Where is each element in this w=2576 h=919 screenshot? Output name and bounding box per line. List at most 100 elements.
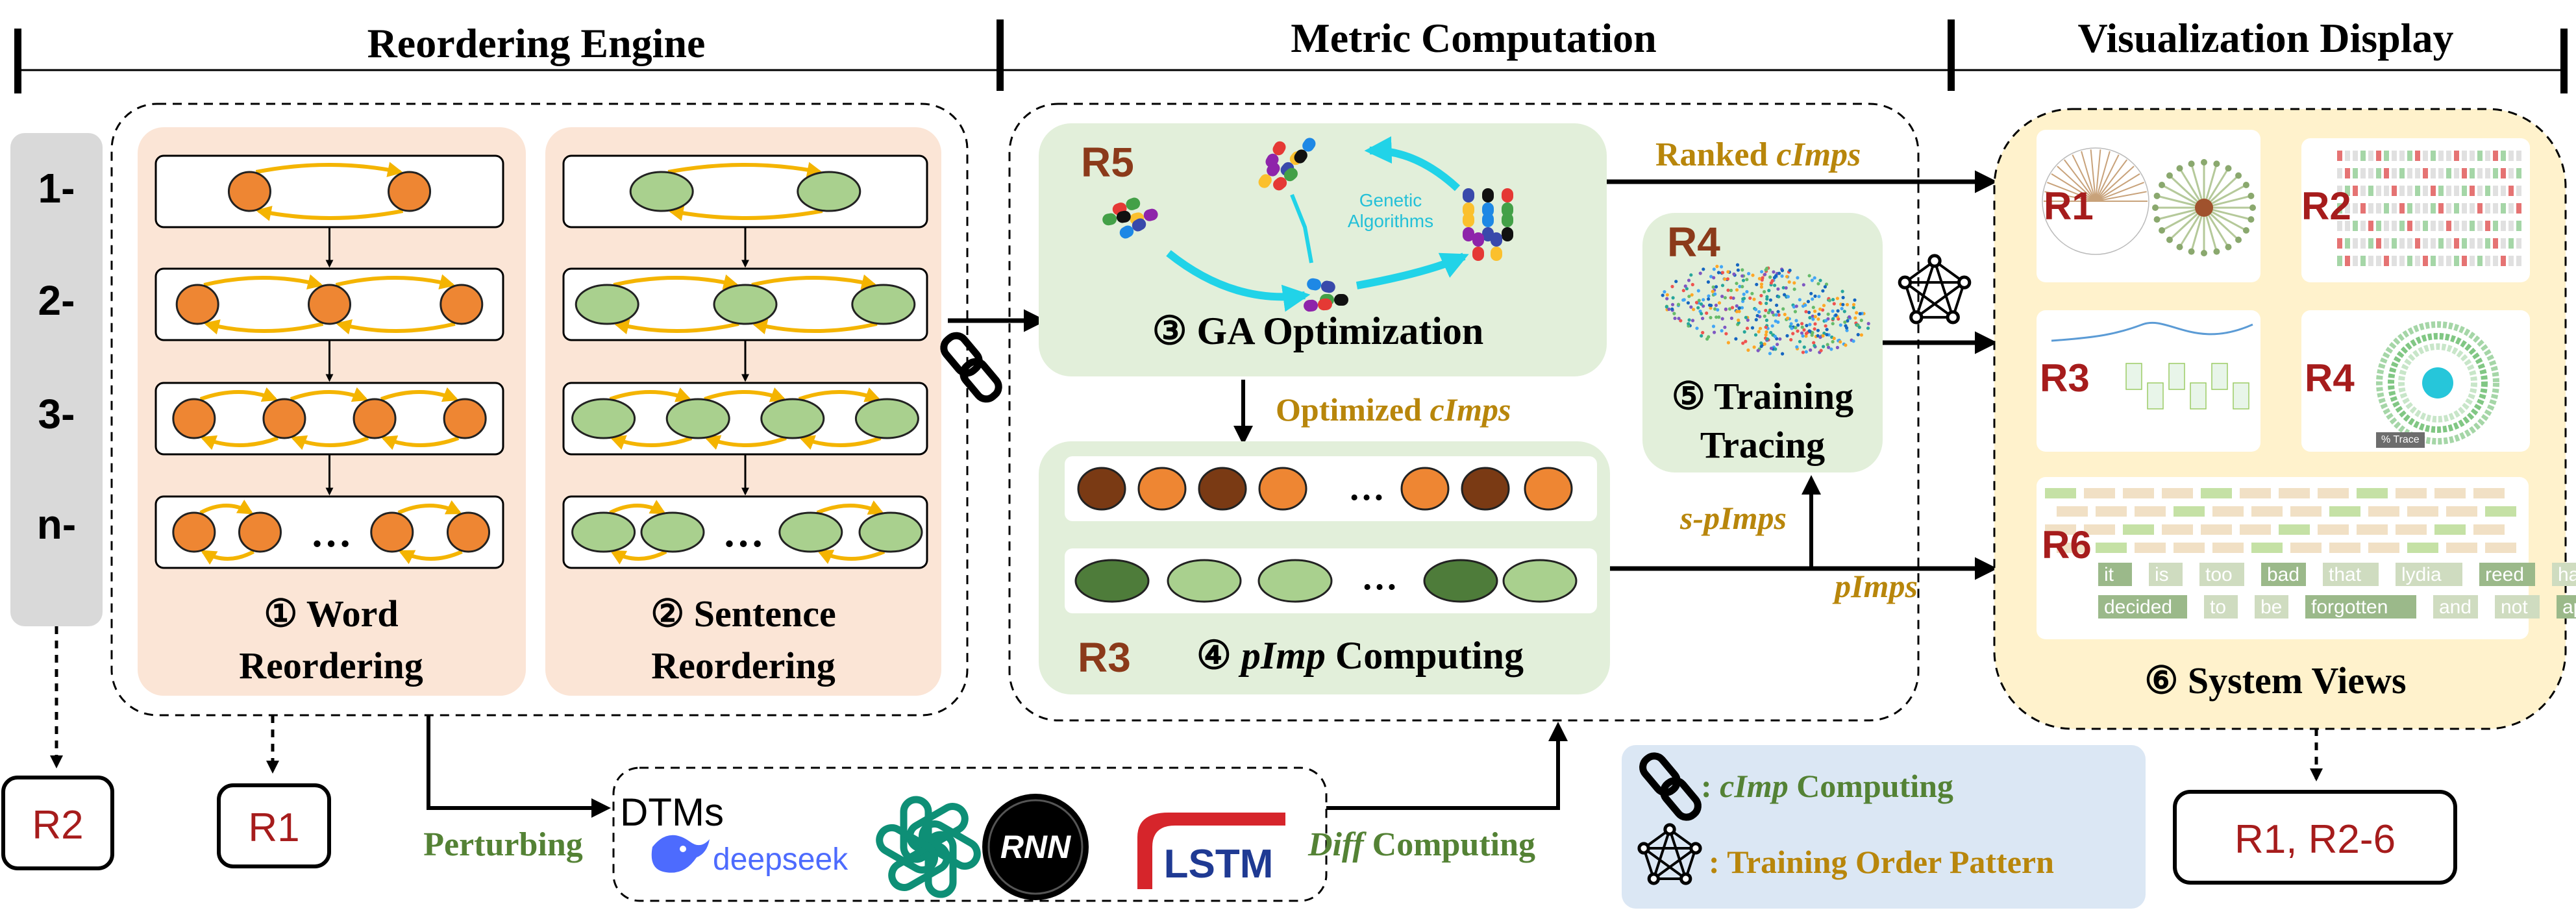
network-node	[1679, 872, 1692, 885]
r2-cell	[2485, 256, 2490, 266]
tsne-point	[1717, 301, 1722, 305]
word-ellipsis: …	[310, 509, 352, 556]
network-node	[1663, 823, 1676, 836]
r2-cell	[2368, 168, 2373, 178]
r2-cell	[2407, 238, 2412, 249]
tsne-point	[1689, 305, 1693, 309]
tsne-point	[1783, 312, 1787, 317]
r1-edge	[2057, 165, 2096, 202]
tsne-point	[1825, 333, 1829, 337]
r2-cell	[2353, 151, 2358, 161]
r2-cell	[2376, 221, 2381, 231]
r2-cell	[2470, 186, 2475, 196]
r2-cell	[2407, 256, 2412, 266]
tsne-point	[1667, 307, 1671, 312]
r1-edge	[2095, 191, 2147, 202]
word-swap-arrow	[255, 162, 404, 177]
tsne-point	[1807, 310, 1811, 314]
tsne-point	[1729, 288, 1733, 293]
tsne-point	[1790, 326, 1794, 330]
r2-cell	[2470, 151, 2475, 161]
sentence-swap-arrow	[610, 435, 693, 450]
tsne-point	[1748, 296, 1752, 300]
deepseek-text: deepseek	[713, 842, 848, 877]
r6-word-highlight	[2098, 595, 2187, 619]
r2-cell	[2446, 256, 2451, 266]
tsne-point	[1726, 288, 1730, 292]
tsne-point	[1816, 282, 1820, 286]
r2-cell	[2454, 203, 2459, 214]
word-swap-arrow	[398, 550, 463, 565]
tsne-point	[1701, 330, 1705, 335]
r3-mini-chart	[2233, 382, 2249, 410]
r2-cell	[2345, 203, 2350, 214]
tsne-point	[1696, 289, 1700, 293]
tsne-point	[1773, 284, 1777, 288]
reordering-engine-frame	[110, 103, 969, 717]
tsne-point	[1852, 339, 1855, 343]
r2-cell	[2360, 238, 2366, 249]
tsne-point	[1746, 348, 1750, 352]
tsne-point	[1754, 308, 1758, 312]
r2-cell	[2446, 238, 2451, 249]
r2-cell	[2454, 151, 2459, 161]
word-swap-arrow	[203, 274, 324, 289]
tsne-point	[1811, 306, 1815, 310]
r2-cell	[2438, 238, 2444, 249]
tsne-point	[1715, 285, 1718, 289]
metric-computation-frame	[1008, 103, 1920, 722]
word-token	[388, 171, 432, 212]
r6-token-strip	[2290, 506, 2322, 517]
tsne-point	[1808, 315, 1812, 320]
tsne-point	[1673, 316, 1677, 321]
r6-token-strip	[2096, 506, 2127, 517]
tsne-point	[1728, 307, 1732, 311]
ga-cycle-arrow	[1290, 193, 1313, 263]
r1-edge	[2051, 173, 2096, 202]
r6-token-strip	[2279, 488, 2310, 498]
tsne-point	[1736, 268, 1740, 272]
r2-cell	[2508, 256, 2514, 266]
tsne-point	[1804, 350, 1808, 354]
ga-label: ③ GA Optimization	[1152, 310, 1483, 352]
chromosome-pill	[1102, 210, 1131, 226]
tsne-point	[1756, 349, 1760, 352]
tsne-point	[1696, 306, 1700, 310]
tsne-point	[1818, 336, 1822, 339]
tsne-point	[1759, 341, 1763, 345]
lstm-text: LSTM	[1164, 842, 1274, 887]
tsne-point	[1737, 310, 1741, 313]
tsne-point	[1761, 276, 1765, 280]
r2-cell	[2415, 221, 2420, 231]
tsne-point	[1663, 290, 1666, 294]
r6-token-strip	[2407, 506, 2438, 517]
tsne-point	[1845, 328, 1849, 332]
r1-node	[2159, 227, 2166, 234]
r6-word-highlight	[2199, 563, 2244, 586]
tsne-point	[1713, 330, 1716, 334]
training-tracing-panel: R4 ⑤ Training Tracing	[1642, 213, 1883, 472]
r2-cell	[2337, 186, 2342, 196]
tsne-point	[1834, 313, 1838, 317]
r6-token-strip	[2368, 543, 2399, 553]
r6-word: not	[2501, 596, 2528, 618]
tsne-point	[1711, 325, 1716, 328]
r2-cell	[2399, 151, 2405, 161]
r2-cell	[2423, 256, 2428, 266]
tsne-point	[1839, 340, 1842, 344]
tsne-point	[1737, 321, 1740, 325]
pimp-ellipsis-2: …	[1361, 558, 1398, 598]
tsne-point	[1754, 318, 1758, 322]
tsne-point	[1690, 282, 1694, 287]
r6-token-strip	[2201, 524, 2232, 535]
tsne-point	[1789, 322, 1793, 326]
tsne-point	[1856, 333, 1860, 337]
tsne-point	[1765, 318, 1768, 323]
tsne-point	[1857, 325, 1861, 329]
r1-edge	[2044, 191, 2096, 202]
tsne-point	[1746, 318, 1750, 322]
r6-token-strip	[2279, 524, 2310, 535]
r1-edge	[2095, 159, 2128, 202]
tsne-point	[1777, 271, 1781, 275]
tsne-point	[1789, 337, 1793, 342]
